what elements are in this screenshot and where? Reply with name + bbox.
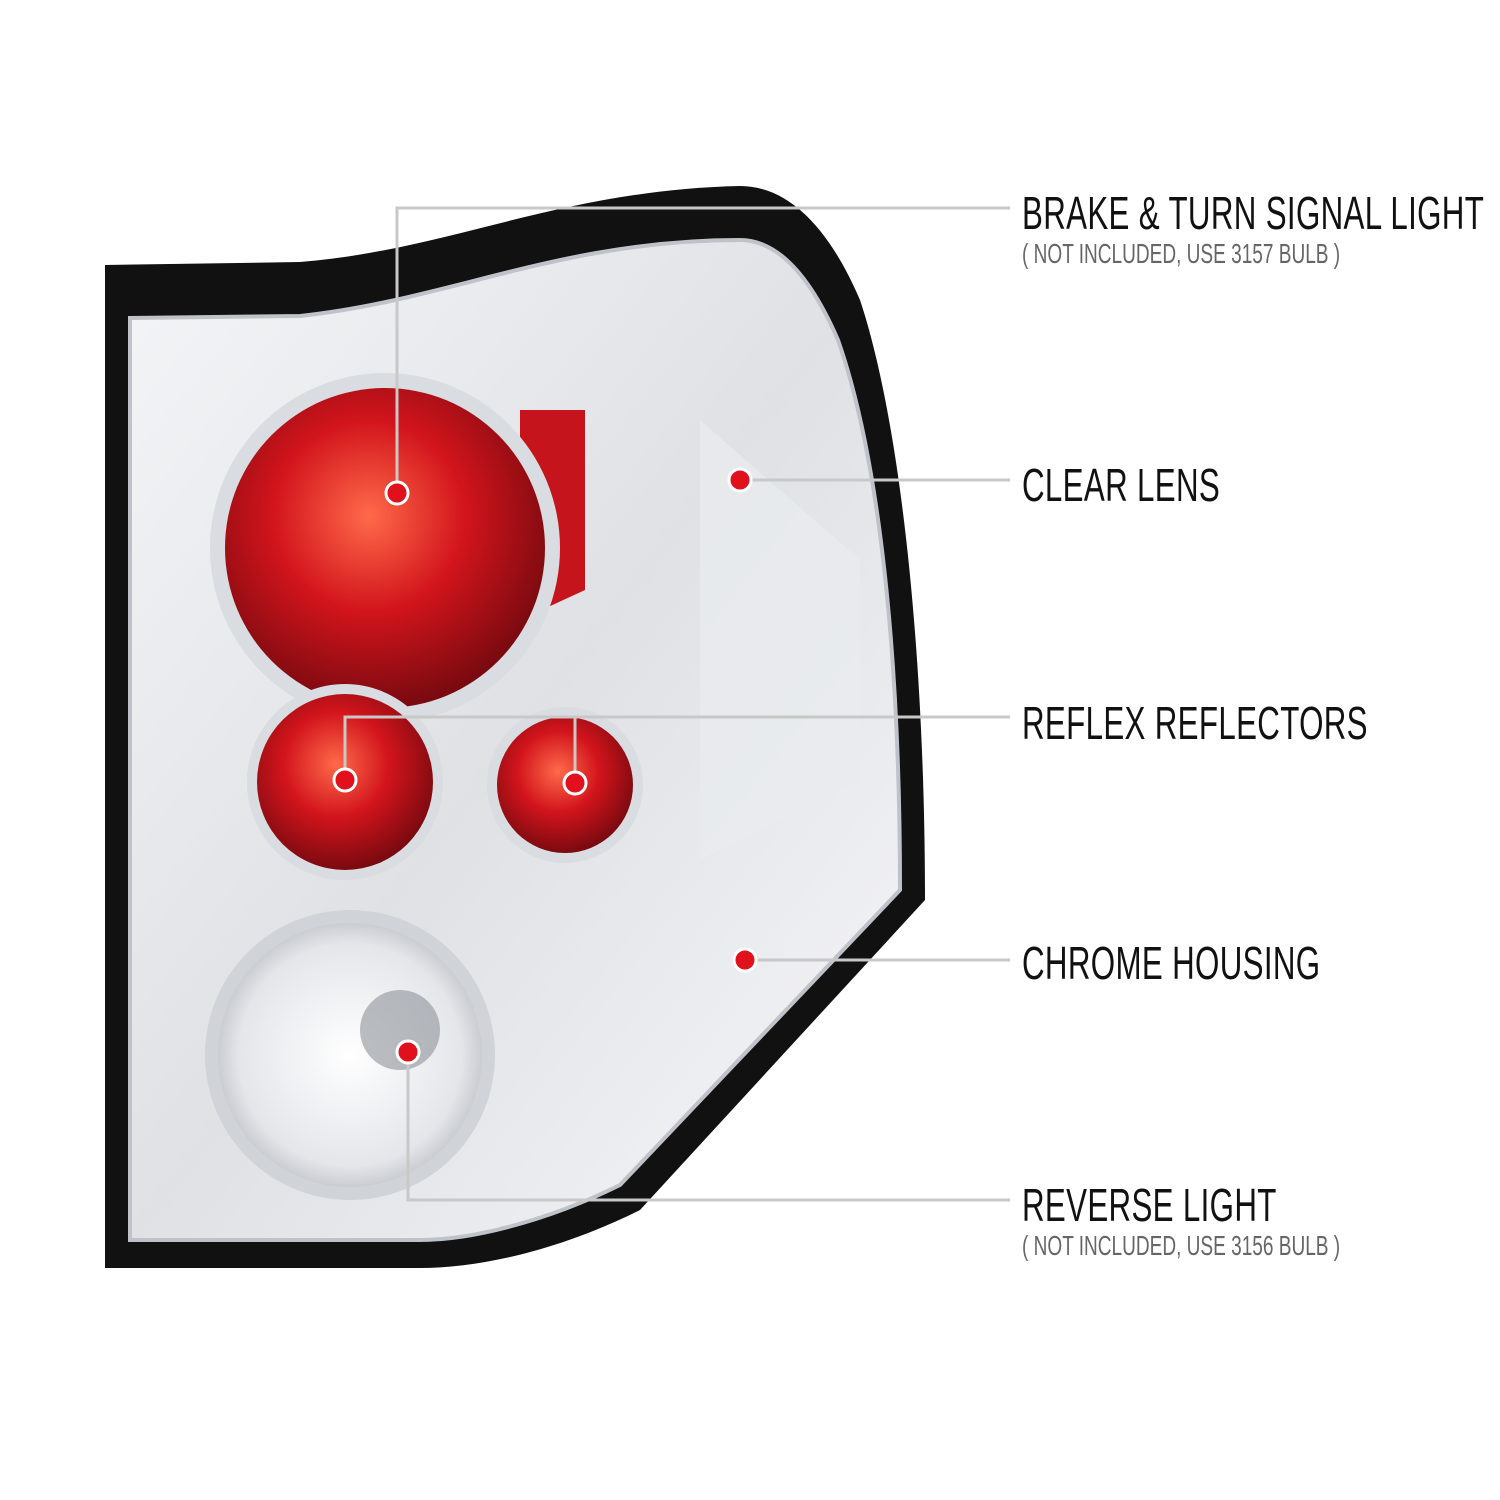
callout-chrome-housing: CHROME HOUSING xyxy=(1022,940,1320,986)
marker-chrome-housing xyxy=(732,947,758,973)
callout-title: REVERSE LIGHT xyxy=(1022,1179,1277,1231)
callout-title: REFLEX REFLECTORS xyxy=(1022,697,1368,749)
marker-brake xyxy=(384,480,410,506)
marker-reflector-left xyxy=(332,767,358,793)
callout-title: CLEAR LENS xyxy=(1022,459,1221,511)
marker-reflector-right xyxy=(562,770,588,796)
callout-note: ( NOT INCLUDED, USE 3157 BULB ) xyxy=(1022,238,1341,269)
marker-reverse xyxy=(395,1039,421,1065)
callout-clear-lens: CLEAR LENS xyxy=(1022,462,1220,508)
leader-lines xyxy=(343,206,1010,1202)
callout-title: BRAKE & TURN SIGNAL LIGHT xyxy=(1022,187,1485,239)
callout-brake-turn: BRAKE & TURN SIGNAL LIGHT ( NOT INCLUDED… xyxy=(1022,190,1484,268)
callout-reflex-reflectors: REFLEX REFLECTORS xyxy=(1022,700,1368,746)
markers xyxy=(332,467,758,1065)
callout-note: ( NOT INCLUDED, USE 3156 BULB ) xyxy=(1022,1230,1341,1261)
callout-title: CHROME HOUSING xyxy=(1022,937,1321,989)
callout-reverse-light: REVERSE LIGHT ( NOT INCLUDED, USE 3156 B… xyxy=(1022,1182,1340,1260)
marker-clear-lens xyxy=(727,467,753,493)
